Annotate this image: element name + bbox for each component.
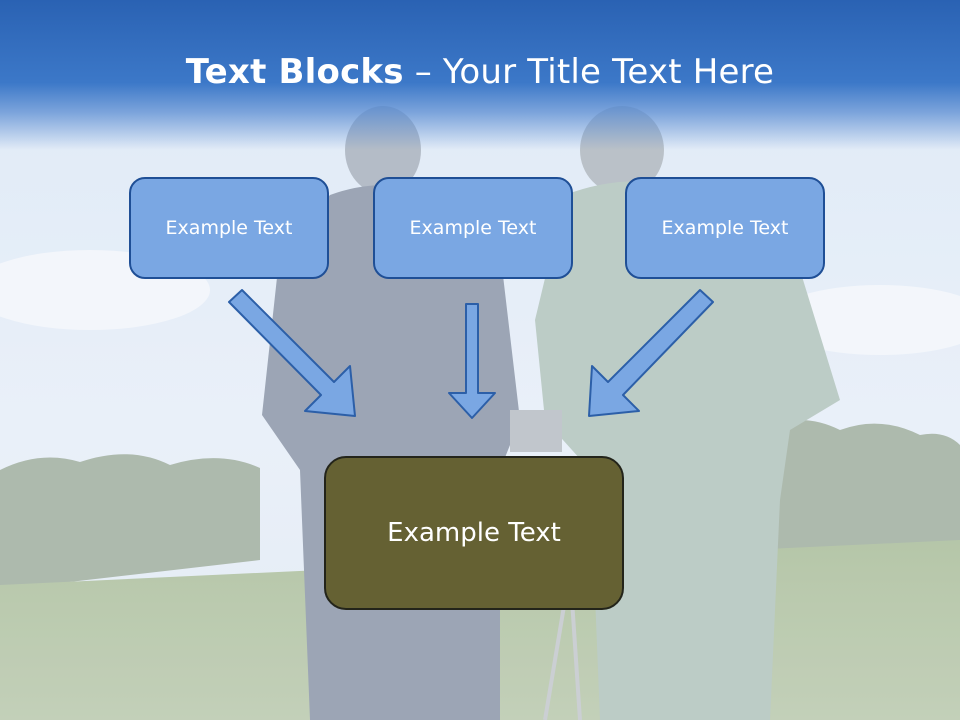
text-block-2-label: Example Text (409, 217, 537, 239)
arrow-center (448, 303, 496, 419)
text-block-3-label: Example Text (661, 217, 789, 239)
arrow-right (588, 289, 714, 417)
slide-title: Text Blocks – Your Title Text Here (0, 52, 960, 92)
title-band (0, 0, 960, 150)
title-rest: Your Title Text Here (442, 52, 775, 92)
text-block-3[interactable]: Example Text (625, 177, 825, 279)
text-block-1-label: Example Text (165, 217, 293, 239)
text-block-1[interactable]: Example Text (129, 177, 329, 279)
title-dash: – (403, 52, 443, 92)
arrow-left (228, 289, 356, 417)
title-bold-part: Text Blocks (185, 52, 404, 92)
main-text-block-label: Example Text (387, 518, 561, 548)
text-block-2[interactable]: Example Text (373, 177, 573, 279)
main-text-block[interactable]: Example Text (324, 456, 624, 610)
